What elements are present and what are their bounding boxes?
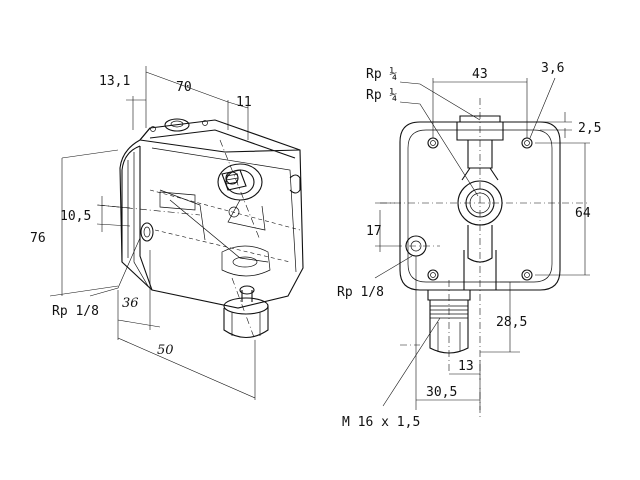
- top-port: [164, 118, 190, 132]
- dim-28-5-label: 28,5: [496, 315, 527, 330]
- dim-36-label: 36: [122, 296, 139, 311]
- hole-tl: [427, 137, 439, 149]
- housing-top-edge: [139, 127, 301, 159]
- dim-50-label: 50: [157, 343, 174, 358]
- cable-gland: [223, 285, 269, 339]
- adjustment-knob: [217, 163, 266, 231]
- rp14-b-label: Rp ¼: [366, 88, 397, 103]
- isometric-view: 13,1 70 11 76 10,5 Rp 1/8 36 50: [30, 66, 304, 400]
- dim-70-label: 70: [176, 80, 192, 95]
- dim-10-5-label: 10,5: [60, 209, 91, 224]
- front-view: 43 Rp ¼ Rp ¼ 3,6 2,5 64 17 Rp 1/8 28,5 1…: [337, 61, 601, 430]
- dim-rp18-label: Rp 1/8: [52, 304, 99, 319]
- dim-30-5-label: 30,5: [426, 385, 457, 400]
- housing-front-face: [121, 145, 153, 291]
- dim-11-label: 11: [236, 95, 252, 110]
- hole-bl: [427, 269, 439, 281]
- hole-tr: [521, 137, 533, 149]
- dim-64-label: 64: [575, 206, 591, 221]
- dim-13-1-label: 13,1: [99, 74, 130, 89]
- hole-br: [521, 269, 533, 281]
- dim-43-label: 43: [472, 67, 488, 82]
- dim-76-label: 76: [30, 231, 46, 246]
- dim-13-label: 13: [458, 359, 474, 374]
- dim-17-label: 17: [366, 224, 382, 239]
- rp18-front-label: Rp 1/8: [337, 285, 384, 300]
- dim-3-6-label: 3,6: [541, 61, 564, 76]
- front-body-outline: [399, 121, 561, 291]
- side-port: [140, 191, 196, 242]
- rp14-a-label: Rp ¼: [366, 67, 397, 82]
- dim-2-5-label: 2,5: [578, 121, 601, 136]
- thread-label: M 16 x 1,5: [342, 415, 420, 430]
- housing-outline: [119, 119, 304, 309]
